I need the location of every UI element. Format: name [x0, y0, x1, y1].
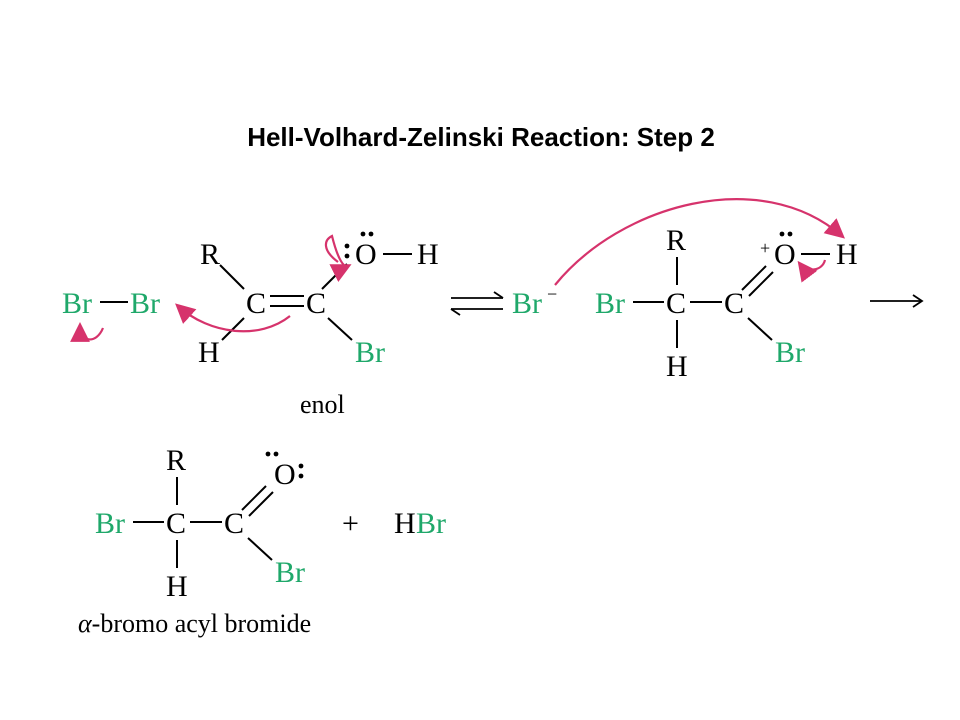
double-bond-c-o: [748, 271, 774, 297]
atom-h: H: [394, 507, 416, 540]
page-title: Hell-Volhard-Zelinski Reaction: Step 2: [247, 122, 715, 152]
product-label-text: -bromo acyl bromide: [92, 609, 312, 638]
atom-br: Br: [130, 287, 160, 320]
bond-h-c: [221, 317, 245, 341]
bond-c-br: [747, 317, 773, 341]
double-bond-c-o: [248, 491, 274, 517]
lone-pair-dot: [344, 243, 350, 249]
bromide-ion: Br −: [512, 284, 557, 320]
double-bond-c-o: [741, 265, 767, 291]
atom-br: Br: [595, 287, 625, 320]
bond-c-o: [321, 263, 348, 290]
atom-o: O: [355, 238, 377, 271]
product-acyl-bromide: Br C R H C O Br α-bromo acyl bromide: [78, 444, 311, 638]
atom-o: O: [774, 238, 796, 271]
atom-br: Br: [512, 287, 542, 320]
positive-charge: +: [760, 238, 770, 258]
curved-arrow-pi-to-br: [175, 303, 291, 333]
equilibrium-arrow: [450, 291, 504, 316]
atom-c: C: [166, 507, 186, 540]
lone-pair-dot: [779, 231, 785, 237]
atom-h: H: [417, 238, 439, 271]
atom-r: R: [200, 238, 220, 271]
lone-pair-dot: [368, 231, 374, 237]
atom-h: H: [198, 336, 220, 369]
hbr-molecule: H Br: [394, 507, 446, 540]
atom-br: Br: [95, 507, 125, 540]
bond-c-br: [327, 317, 353, 341]
atom-o: O: [274, 458, 296, 491]
atom-h: H: [836, 238, 858, 271]
greek-alpha: α: [78, 609, 93, 638]
plus-sign: +: [342, 507, 359, 540]
lone-pair-dot: [273, 451, 279, 457]
atom-r: R: [166, 444, 186, 477]
atom-br: Br: [275, 556, 305, 589]
atom-c: C: [306, 287, 326, 320]
curved-arrow-br-br-cleavage: [70, 322, 105, 342]
atom-c: C: [666, 287, 686, 320]
bromine-molecule: Br Br: [62, 287, 160, 320]
atom-c: C: [224, 507, 244, 540]
lone-pair-dot: [360, 231, 366, 237]
atom-h: H: [666, 350, 688, 383]
bond-r-c: [219, 264, 245, 290]
negative-charge: −: [547, 284, 557, 304]
atom-br: Br: [416, 507, 446, 540]
double-bond-c-o: [241, 485, 267, 511]
lone-pair-dot: [265, 451, 271, 457]
lone-pair-dot: [787, 231, 793, 237]
curved-arrow-bromide-to-h: [554, 198, 845, 286]
bond-c-br: [247, 537, 273, 561]
lone-pair-dot: [298, 463, 304, 469]
atom-r: R: [666, 224, 686, 257]
curved-arrow-oh-bond: [797, 259, 827, 283]
atom-br: Br: [62, 287, 92, 320]
atom-h: H: [166, 570, 188, 603]
lone-pair-dot: [344, 253, 350, 259]
reaction-arrow: [870, 294, 924, 308]
atom-c: C: [246, 287, 266, 320]
oxonium-intermediate: Br C R H C + O H Br: [595, 224, 858, 383]
atom-br: Br: [355, 336, 385, 369]
enol-label: enol: [300, 390, 345, 419]
atom-c: C: [724, 287, 744, 320]
atom-br: Br: [775, 336, 805, 369]
enol-molecule: R C H C O H Br enol: [198, 231, 439, 419]
curved-arrow-lone-pair: [324, 234, 352, 282]
product-label: α-bromo acyl bromide: [78, 609, 311, 638]
lone-pair-dot: [298, 473, 304, 479]
